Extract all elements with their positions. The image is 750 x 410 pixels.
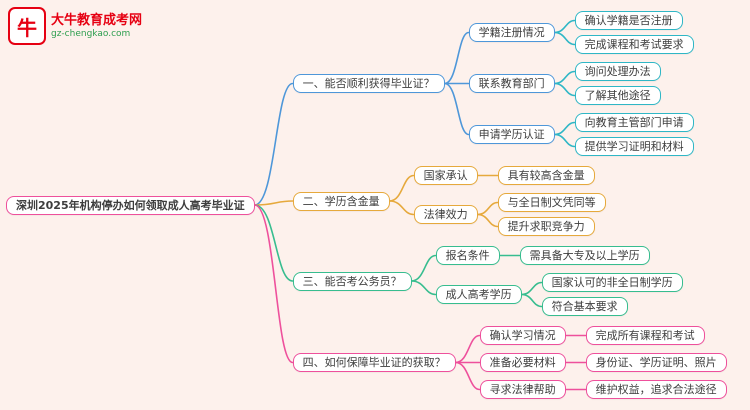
mindmap-node: 四、如何保障毕业证的获取？ [292, 353, 456, 372]
mindmap-subtree: 了解其他途径 [574, 86, 661, 105]
mindmap-node: 学籍注册情况 [468, 23, 555, 42]
mindmap-node: 寻求法律帮助 [479, 380, 566, 399]
mindmap-subtree: 四、如何保障毕业证的获取？确认学习情况完成所有课程和考试准备必要材料身份证、学历… [292, 326, 727, 399]
mindmap-node: 国家承认 [413, 166, 478, 185]
mindmap-subtree: 完成课程和考试要求 [574, 35, 694, 54]
mindmap-subtree: 寻求法律帮助维护权益，追求合法途径 [479, 380, 727, 399]
mindmap-subtree: 联系教育部门询问处理办法了解其他途径 [468, 62, 694, 105]
mindmap-subtree: 学籍注册情况确认学籍是否注册完成课程和考试要求 [468, 11, 694, 54]
mindmap-node: 提供学习证明和材料 [574, 137, 694, 156]
mindmap-subtree: 询问处理办法 [574, 62, 661, 81]
mindmap-children: 一、能否顺利获得毕业证？学籍注册情况确认学籍是否注册完成课程和考试要求联系教育部… [292, 11, 727, 399]
mindmap-children: 维护权益，追求合法途径 [585, 380, 727, 399]
mindmap-node: 联系教育部门 [468, 74, 555, 93]
mindmap-subtree: 确认学籍是否注册 [574, 11, 694, 30]
mindmap-subtree: 向教育主管部门申请 [574, 113, 694, 132]
mindmap-subtree: 报名条件需具备大专及以上学历 [435, 246, 683, 265]
mindmap-children: 国家认可的非全日制学历符合基本要求 [541, 273, 683, 316]
mindmap-subtree: 深圳2025年机构停办如何领取成人高考毕业证 一、能否顺利获得毕业证？ 学籍注册情况… [6, 11, 727, 399]
mindmap-node: 询问处理办法 [574, 62, 661, 81]
mindmap-node: 二、学历含金量 [292, 191, 390, 211]
mindmap-node: 身份证、学历证明、照片 [585, 353, 727, 372]
mindmap-node: 深圳2025年机构停办如何领取成人高考毕业证 [6, 195, 255, 215]
mindmap-children: 国家承认具有较高含金量法律效力与全日制文凭同等提升求职竞争力 [413, 166, 606, 236]
bull-icon: 牛 [8, 7, 46, 45]
mindmap-children: 与全日制文凭同等提升求职竞争力 [497, 193, 606, 236]
mindmap-node: 法律效力 [413, 205, 478, 224]
mindmap-subtree: 二、学历含金量国家承认具有较高含金量法律效力与全日制文凭同等提升求职竞争力 [292, 166, 727, 236]
mindmap-children: 确认学习情况完成所有课程和考试准备必要材料身份证、学历证明、照片寻求法律帮助维护… [479, 326, 727, 399]
mindmap-node: 国家认可的非全日制学历 [541, 273, 683, 292]
mindmap-children: 学籍注册情况确认学籍是否注册完成课程和考试要求联系教育部门询问处理办法了解其他途… [468, 11, 694, 156]
mindmap-children: 确认学籍是否注册完成课程和考试要求 [574, 11, 694, 54]
mindmap-children: 需具备大专及以上学历 [519, 246, 650, 265]
mindmap-node: 了解其他途径 [574, 86, 661, 105]
mindmap-subtree: 具有较高含金量 [497, 166, 595, 185]
mindmap-node: 一、能否顺利获得毕业证？ [292, 74, 445, 93]
brand-title: 大牛教育成考网 [51, 12, 143, 28]
mindmap-subtree: 需具备大专及以上学历 [519, 246, 650, 265]
mindmap-children: 报名条件需具备大专及以上学历成人高考学历国家认可的非全日制学历符合基本要求 [435, 246, 683, 316]
bull-icon-glyph: 牛 [17, 15, 37, 40]
mindmap-node: 提升求职竞争力 [497, 217, 595, 236]
mindmap-subtree: 国家认可的非全日制学历 [541, 273, 683, 292]
mindmap-children: 向教育主管部门申请提供学习证明和材料 [574, 113, 694, 156]
mindmap-node: 完成课程和考试要求 [574, 35, 694, 54]
brand-subtitle: gz-chengkao.com [51, 28, 131, 39]
mindmap-subtree: 申请学历认证向教育主管部门申请提供学习证明和材料 [468, 113, 694, 156]
mindmap-subtree: 与全日制文凭同等 [497, 193, 606, 212]
mindmap-node: 报名条件 [435, 246, 500, 265]
mindmap-tree: 深圳2025年机构停办如何领取成人高考毕业证 一、能否顺利获得毕业证？ 学籍注册情况… [6, 0, 727, 410]
mindmap-node: 需具备大专及以上学历 [519, 246, 650, 265]
mindmap-node: 申请学历认证 [468, 125, 555, 144]
mindmap-node: 具有较高含金量 [497, 166, 595, 185]
mindmap-node: 成人高考学历 [435, 285, 522, 304]
mindmap-node: 维护权益，追求合法途径 [585, 380, 727, 399]
mindmap-subtree: 完成所有课程和考试 [585, 326, 705, 345]
mindmap-subtree: 提供学习证明和材料 [574, 137, 694, 156]
mindmap-subtree: 一、能否顺利获得毕业证？学籍注册情况确认学籍是否注册完成课程和考试要求联系教育部… [292, 11, 727, 156]
mindmap-node: 准备必要材料 [479, 353, 566, 372]
mindmap-children: 完成所有课程和考试 [585, 326, 705, 345]
mindmap-subtree: 国家承认具有较高含金量 [413, 166, 606, 185]
mindmap-children: 询问处理办法了解其他途径 [574, 62, 661, 105]
mindmap-subtree: 准备必要材料身份证、学历证明、照片 [479, 353, 727, 372]
mindmap-node: 向教育主管部门申请 [574, 113, 694, 132]
brand-text: 大牛教育成考网 gz-chengkao.com [51, 13, 142, 40]
mindmap-subtree: 三、能否考公务员？报名条件需具备大专及以上学历成人高考学历国家认可的非全日制学历… [292, 246, 727, 316]
mindmap-children: 身份证、学历证明、照片 [585, 353, 727, 372]
mindmap-subtree: 符合基本要求 [541, 297, 683, 316]
mindmap-node: 与全日制文凭同等 [497, 193, 606, 212]
mindmap-subtree: 法律效力与全日制文凭同等提升求职竞争力 [413, 193, 606, 236]
mindmap-node: 确认学籍是否注册 [574, 11, 683, 30]
mindmap-subtree: 提升求职竞争力 [497, 217, 606, 236]
mindmap-node: 完成所有课程和考试 [585, 326, 705, 345]
mindmap-subtree: 身份证、学历证明、照片 [585, 353, 727, 372]
brand-logo: 牛 大牛教育成考网 gz-chengkao.com [8, 7, 142, 45]
mindmap-subtree: 确认学习情况完成所有课程和考试 [479, 326, 727, 345]
mindmap-subtree: 维护权益，追求合法途径 [585, 380, 727, 399]
mindmap-node: 三、能否考公务员？ [292, 271, 412, 291]
mindmap-subtree: 成人高考学历国家认可的非全日制学历符合基本要求 [435, 273, 683, 316]
mindmap-node: 确认学习情况 [479, 326, 566, 345]
mindmap-node: 符合基本要求 [541, 297, 628, 316]
mindmap-children: 具有较高含金量 [497, 166, 595, 185]
